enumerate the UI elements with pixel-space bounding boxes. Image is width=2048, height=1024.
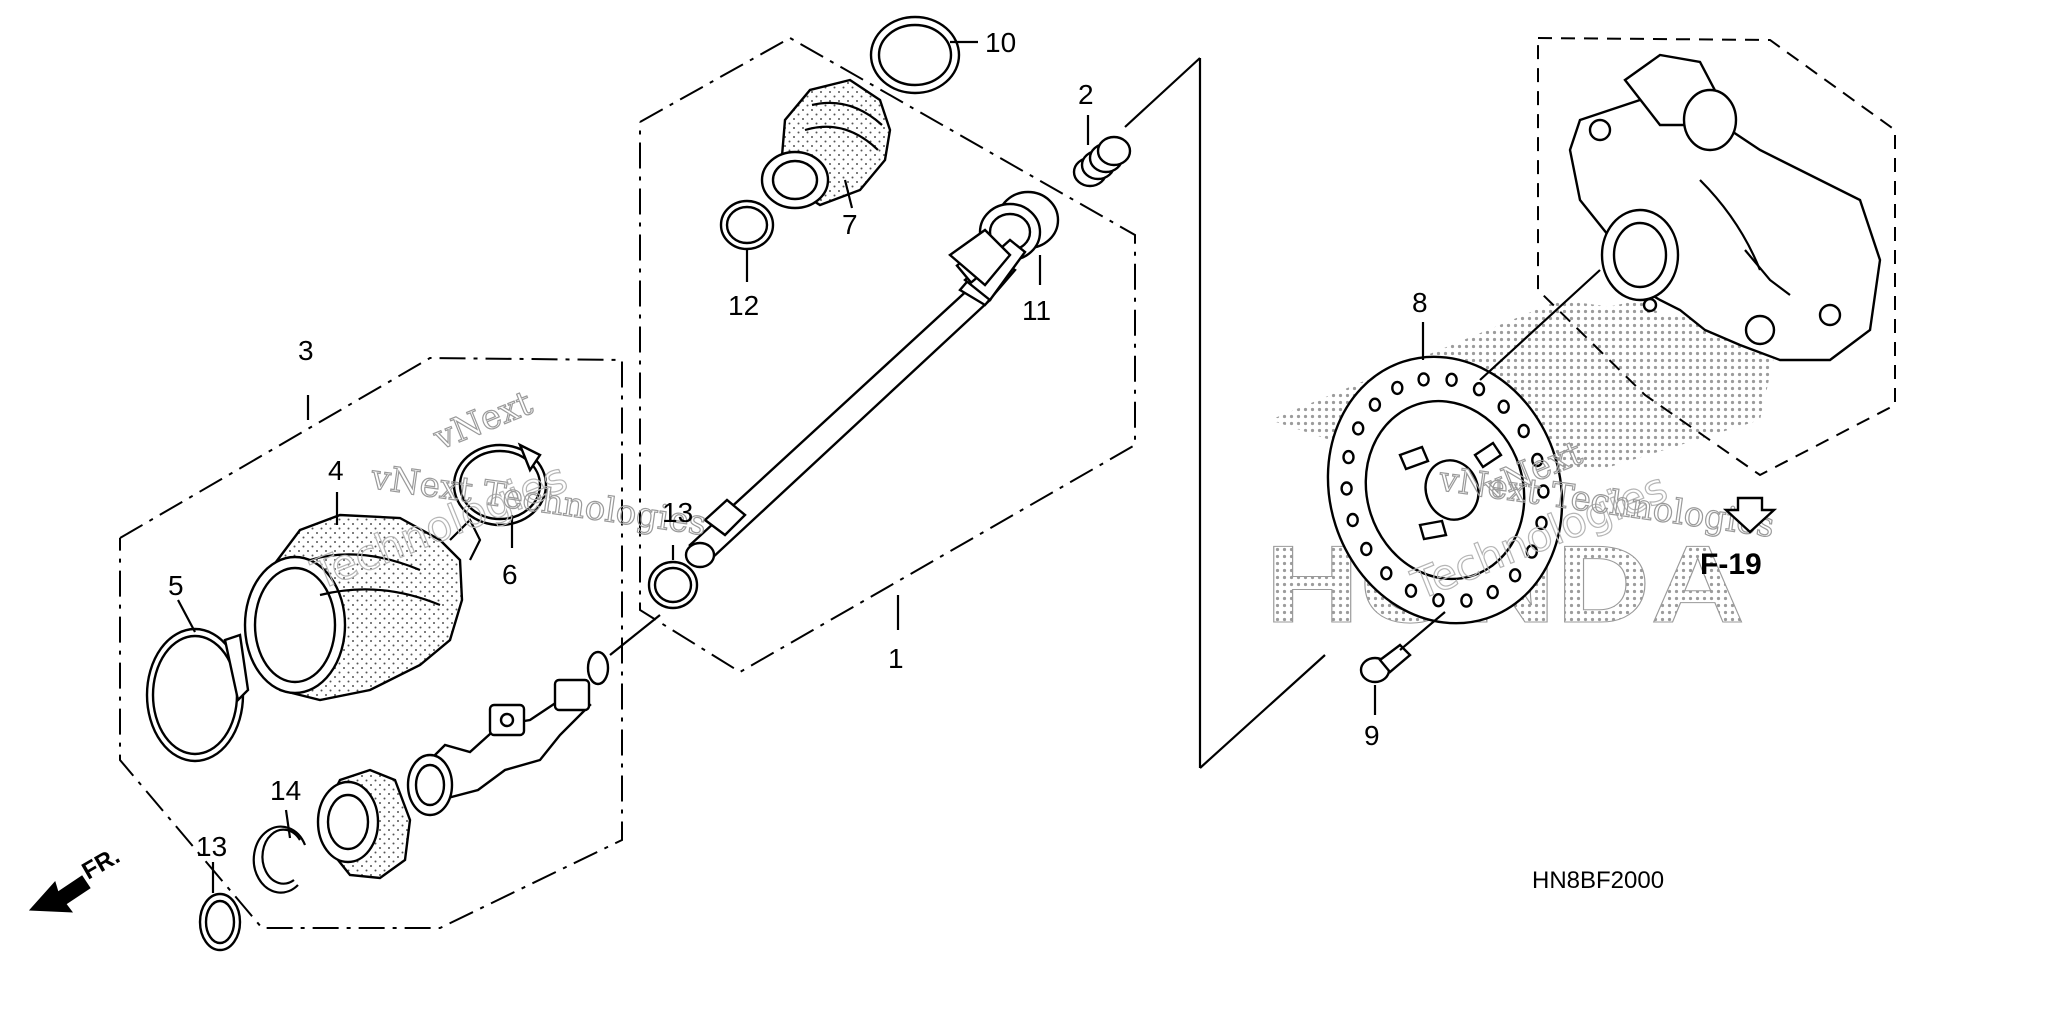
universal-joint	[406, 650, 610, 817]
drive-shaft-part-1	[684, 228, 1027, 569]
disc-hole	[1472, 382, 1486, 397]
disc-hole	[1432, 593, 1445, 608]
disc-hole	[1517, 423, 1530, 439]
callout-13-shaft: 13	[662, 497, 693, 528]
shaft-group-outline	[639, 36, 1136, 674]
callout-6: 6	[502, 559, 518, 590]
reference-label: F-19	[1700, 548, 1762, 581]
reference-arrow: F-19	[1700, 496, 1778, 581]
callout-5: 5	[168, 570, 184, 601]
o-ring-part-13-lower	[198, 892, 242, 952]
bolt-part-9	[1359, 611, 1446, 684]
disc-hole	[1342, 449, 1355, 465]
callout-3: 3	[298, 335, 314, 366]
reference-arrow-icon	[1722, 496, 1778, 534]
front-direction: FR.	[28, 842, 125, 913]
disc-hole	[1391, 380, 1404, 396]
callout-13-lower: 13	[196, 831, 227, 862]
disc-hole	[1508, 568, 1522, 583]
callout-14: 14	[270, 775, 301, 806]
leader-lines	[177, 40, 1425, 893]
disc-hole	[1340, 481, 1353, 496]
disc-hole	[1351, 421, 1365, 436]
boot-part-4	[243, 513, 482, 702]
knuckle-group-outline	[1537, 37, 1896, 477]
disc-hole	[1404, 583, 1418, 598]
front-direction-label: FR.	[78, 842, 125, 885]
callout-2: 2	[1078, 79, 1094, 110]
disc-hole	[1486, 584, 1499, 600]
disc-hole	[1346, 512, 1359, 528]
callout-8: 8	[1412, 287, 1428, 318]
disc-hole	[1535, 515, 1548, 531]
disc-hole	[1380, 566, 1393, 581]
o-ring-part-12	[719, 199, 775, 251]
front-arrow-icon	[28, 875, 91, 913]
o-ring-part-3-shaft	[647, 560, 699, 610]
clamp-part-6	[452, 442, 548, 527]
bracket-top-line	[1124, 57, 1201, 128]
disc-hole	[1417, 372, 1430, 387]
diagram-code: HN8BF2000	[1532, 867, 1664, 894]
disc-hole	[1360, 541, 1373, 557]
disc-hole	[1537, 484, 1550, 499]
circlip-part-14	[252, 825, 307, 894]
callout-12: 12	[728, 290, 759, 321]
knuckle-assembly	[1479, 53, 1882, 381]
disc-hole	[1445, 372, 1458, 387]
callout-7: 7	[842, 209, 858, 240]
callout-11: 11	[1022, 295, 1051, 326]
boot-group-outline	[119, 356, 623, 929]
disc-hole	[1460, 593, 1473, 608]
callout-10: 10	[985, 27, 1016, 58]
disc-vent-holes	[1340, 372, 1550, 608]
callout-4: 4	[328, 455, 344, 486]
callout-1: 1	[888, 643, 904, 674]
boot-part-7	[760, 78, 892, 210]
callout-9: 9	[1364, 720, 1380, 751]
callout-labels: 1 2 3 4 5 6 7 8 9 10 11 12 13 13 14	[168, 27, 1428, 862]
brake-disc-part-8	[1326, 355, 1564, 625]
seal-lower	[316, 768, 412, 880]
spring-part-2	[1072, 135, 1132, 188]
disc-hole	[1531, 452, 1544, 468]
disc-hole	[1368, 397, 1382, 412]
band-part-5	[145, 627, 250, 763]
disc-hole	[1497, 399, 1510, 414]
o-ring-part-10	[869, 15, 961, 95]
disc-hole	[1525, 544, 1539, 559]
bracket-bottom-line	[1199, 654, 1326, 769]
